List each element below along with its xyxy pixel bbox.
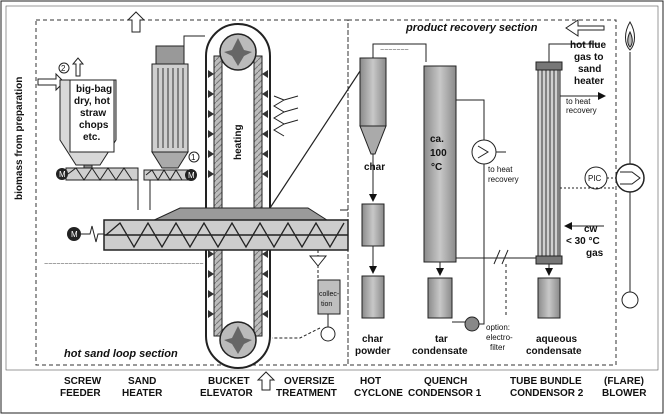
footer-screw-feeder-1: SCREW <box>64 376 102 387</box>
footer-quench-1: QUENCH <box>424 376 467 387</box>
footer-tube-bundle-2: CONDENSOR 2 <box>510 388 584 399</box>
heater-top-plenum <box>155 45 185 65</box>
heater-motor-label: M <box>188 171 195 180</box>
char-powder-line-1: char <box>362 334 383 345</box>
hot-flue-line-4: heater <box>574 76 604 87</box>
option-line-2: electro- <box>486 333 513 342</box>
product-recovery-title: product recovery section <box>405 22 538 34</box>
heating-label: heating <box>233 124 244 160</box>
footer-screw-feeder-2: FEEDER <box>60 388 101 399</box>
tar-line-1: tar <box>435 334 448 345</box>
collection-line-2: tion <box>321 301 332 308</box>
metering-motor-label: M <box>59 170 66 179</box>
gas-line-to-cyclone <box>269 61 367 209</box>
reactor-detail-text: −−−−−−−−−−−−−−−−−−−−−−−−−−−−−−−−−−−−−−− <box>44 261 203 268</box>
hopper-line-1: big-bag <box>76 84 112 95</box>
tube-bundle-condensor <box>537 65 561 261</box>
tar-vessel <box>427 277 453 319</box>
oversize-inlet-arrow <box>256 371 276 391</box>
heat-recovery-2-line-1: to heat <box>566 97 591 106</box>
collection-line-1: collec- <box>319 291 340 298</box>
footer-blower-1: (FLARE) <box>604 376 644 387</box>
footer-bucket-elevator-2: ELEVATOR <box>200 388 254 399</box>
heater-exhaust-arrow <box>126 11 146 33</box>
char-powder-line-2: powder <box>355 346 391 357</box>
motor-coupling <box>81 225 104 243</box>
footer-oversize-2: TREATMENT <box>276 388 337 399</box>
hopper-line-4: chops <box>79 120 109 131</box>
footer-cyclone-1: HOT <box>360 376 381 387</box>
option-line-1: option: <box>486 323 510 332</box>
heat-recovery-1-line-2: recovery <box>488 175 519 184</box>
footer-quench-2: CONDENSOR 1 <box>408 388 482 399</box>
marker-1-circle <box>188 151 200 163</box>
hopper-line-3: straw <box>80 108 106 119</box>
collection-drum <box>320 326 336 342</box>
heater-motor <box>185 169 197 181</box>
footer-tube-bundle-1: TUBE BUNDLE <box>510 376 582 387</box>
tar-line-2: condensate <box>412 346 468 357</box>
hot-flue-line-3: sand <box>578 64 601 75</box>
aqueous-line-2: condensate <box>526 346 582 357</box>
footer-oversize-1: OVERSIZE <box>284 376 335 387</box>
tube-bundle-tubes <box>541 70 559 256</box>
heater-to-elevator-line <box>183 35 205 46</box>
footer-labels: SCREW FEEDER SAND HEATER BUCKET ELEVATOR… <box>60 376 647 399</box>
hot-flue-line-2: gas to <box>574 52 603 63</box>
cyclone-to-quench-line <box>372 43 427 62</box>
heater-tubes <box>157 68 184 148</box>
hot-sand-loop-title: hot sand loop section <box>64 348 178 360</box>
biomass-side-label: biomass from preparation <box>14 77 25 200</box>
footer-bucket-elevator-1: BUCKET <box>208 376 250 387</box>
elevator-buckets <box>208 70 268 318</box>
quench-pump <box>464 316 480 332</box>
big-bag <box>69 79 115 153</box>
marker-1: 1 <box>191 153 196 162</box>
hopper-vent-arrow <box>71 57 85 77</box>
footer-cyclone-2: CYCLONE <box>354 388 403 399</box>
pic-label: PIC <box>588 174 602 183</box>
aqueous-vessel <box>537 277 561 319</box>
footer-sand-heater-2: HEATER <box>122 388 163 399</box>
flare-drum <box>621 291 639 309</box>
metering-screw-flights <box>67 167 133 181</box>
gas-line-detail: −−−−−−− <box>380 47 409 54</box>
reactor-motor <box>67 227 81 241</box>
cyclone-cone <box>359 125 387 155</box>
char-vessel-2 <box>361 275 385 319</box>
collection-bin <box>317 279 341 315</box>
char-vessel-1 <box>361 203 385 247</box>
footer-blower-2: BLOWER <box>602 388 647 399</box>
char-label: char <box>364 162 385 173</box>
elevator-core <box>221 59 255 333</box>
oversize-valve <box>308 255 328 267</box>
aqueous-line-1: aqueous <box>536 334 578 345</box>
metering-motor <box>56 168 68 180</box>
footer-sand-heater-1: SAND <box>128 376 156 387</box>
quench-temp-3: °C <box>431 162 442 173</box>
hopper-line-2: dry, hot <box>74 96 111 107</box>
heating-coil <box>273 95 286 137</box>
product-recovery-boundary <box>347 19 617 366</box>
cw-line-3: gas <box>586 248 604 259</box>
reactor-motor-label: M <box>71 230 78 239</box>
hopper-line-5: etc. <box>83 132 100 143</box>
cw-line-2: < 30 °C <box>566 236 600 247</box>
heat-recovery-2-line-2: recovery <box>566 106 597 115</box>
hot-flue-line-1: hot flue <box>570 40 607 51</box>
quench-temp-2: 100 <box>430 148 447 159</box>
quench-heat-exchanger <box>471 139 497 165</box>
marker-2: 2 <box>61 64 66 73</box>
marker-2-circle <box>58 62 70 74</box>
heat-recovery-1-line-1: to heat <box>488 165 513 174</box>
option-line-3: filter <box>490 343 505 352</box>
hot-flue-arrow <box>565 19 605 37</box>
hot-cyclone <box>359 57 387 127</box>
cw-line-1: cw <box>584 224 598 235</box>
heater-cone <box>151 151 189 169</box>
quench-column <box>423 65 457 263</box>
quench-temp-1: ca. <box>430 134 444 145</box>
